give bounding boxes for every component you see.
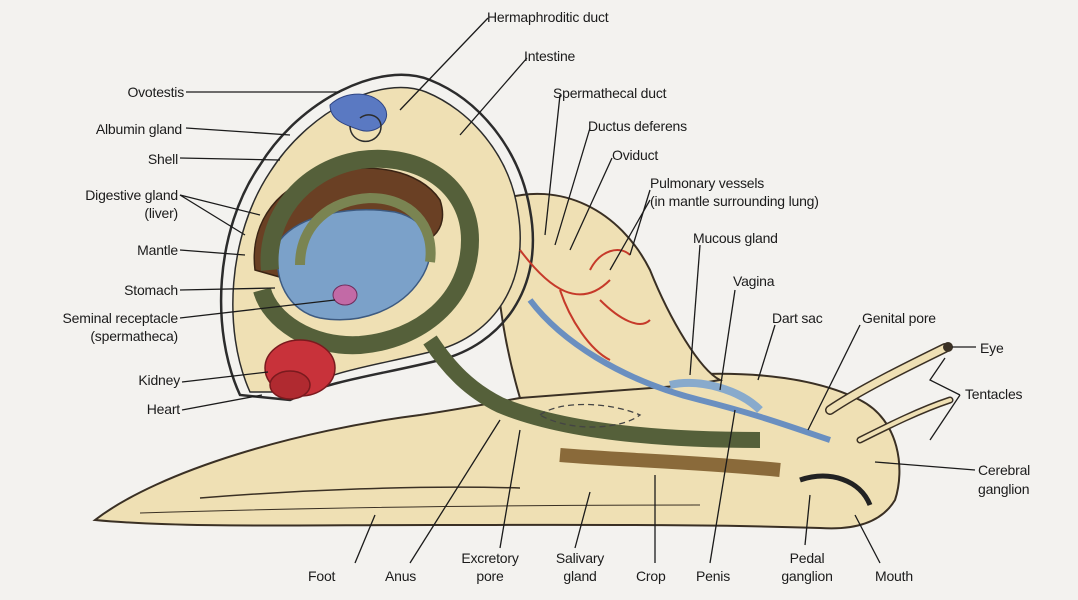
label-intestine: Intestine (524, 48, 576, 64)
reproductive-tubes (527, 298, 831, 443)
foot (92, 372, 901, 530)
seminal-receptacle-shape (332, 284, 358, 306)
label-digestive-gland-2: (liver) (144, 205, 178, 221)
intestine-loop (253, 149, 480, 355)
label-mucous-gland: Mucous gland (693, 230, 778, 246)
foot-line-2 (139, 504, 701, 514)
label-mantle: Mantle (137, 242, 178, 258)
label-pulmonary-vessels-1: Pulmonary vessels (650, 175, 765, 191)
tentacle-upper-fill (826, 344, 949, 414)
label-salivary-gland-2: gland (563, 568, 597, 584)
label-heart: Heart (146, 401, 180, 417)
foot-line (199, 486, 521, 499)
label-excretory-pore-1: Excretory (461, 550, 519, 566)
label-kidney: Kidney (138, 372, 180, 388)
shell-outline (219, 73, 535, 402)
label-penis: Penis (696, 568, 731, 584)
stomach-area (276, 209, 431, 321)
label-pedal-ganglion-2: ganglion (781, 568, 833, 584)
label-shell: Shell (147, 151, 178, 167)
pulmonary-vessels (519, 249, 651, 361)
label-tentacles: Tentacles (965, 386, 1023, 402)
label-albumin-gland: Albumin gland (95, 121, 182, 137)
label-salivary-gland-1: Salivary (555, 550, 605, 566)
excretory-dash (538, 403, 642, 428)
label-ductus-deferens: Ductus deferens (588, 118, 687, 134)
label-seminal-receptacle-1: Seminal receptacle (62, 310, 179, 326)
label-cerebral-ganglion-1: Cerebral (978, 462, 1031, 478)
label-mouth: Mouth (875, 568, 913, 584)
label-cerebral-ganglion-2: ganglion (978, 481, 1030, 497)
label-seminal-receptacle-2: (spermatheca) (90, 328, 178, 344)
label-stomach: Stomach (124, 282, 178, 298)
tentacle-lower-fill (858, 398, 952, 442)
mucous-gland-shape (669, 379, 763, 413)
eye-spot (943, 342, 953, 352)
label-excretory-pore-2: pore (476, 568, 504, 584)
label-pedal-ganglion-1: Pedal (789, 550, 825, 566)
shell-apex (349, 114, 382, 143)
label-anus: Anus (385, 568, 417, 584)
label-ovotestis: Ovotestis (127, 84, 184, 100)
label-pulmonary-vessels-2: (in mantle surrounding lung) (650, 193, 819, 209)
label-oviduct: Oviduct (612, 147, 659, 163)
label-vagina: Vagina (733, 273, 775, 289)
label-spermathecal-duct: Spermathecal duct (553, 85, 667, 101)
label-dart-sac: Dart sac (772, 310, 823, 326)
label-eye: Eye (980, 340, 1004, 356)
label-genital-pore: Genital pore (862, 310, 936, 326)
heart-shape (269, 370, 311, 400)
intestine-to-anus (423, 335, 761, 448)
intestine-loop-2 (295, 192, 436, 266)
label-foot: Foot (308, 568, 336, 584)
head-ganglia (799, 473, 873, 507)
ovotestis-shape (329, 93, 388, 132)
crop-tube (559, 448, 781, 477)
label-hermaphroditic-duct: Hermaphroditic duct (487, 9, 609, 25)
leader-lines (179, 17, 976, 564)
label-crop: Crop (636, 568, 666, 584)
label-digestive-gland-1: Digestive gland (85, 187, 178, 203)
